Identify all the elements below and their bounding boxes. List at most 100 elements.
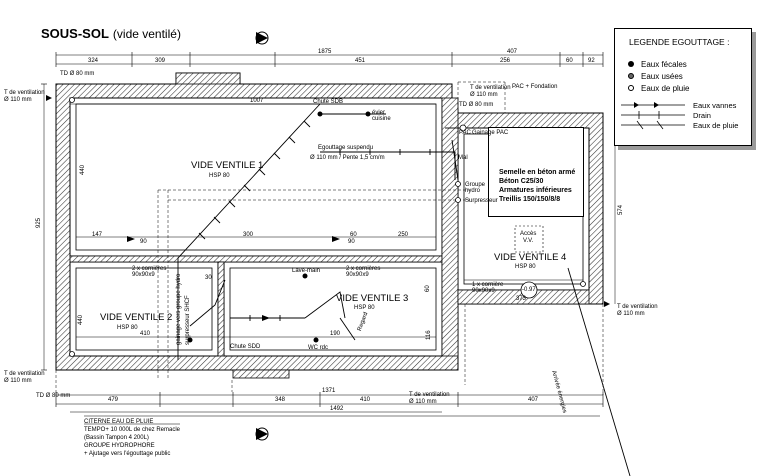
pac-fondation-label: PAC + Fondation [512,84,558,90]
dimension-label: 1007 [250,98,264,104]
dimension-label: 925 [36,217,42,228]
dimension-label: 309 [155,58,166,64]
dimension-label: 1875 [318,49,332,55]
vent-label: Ø 110 mm [409,399,437,405]
warning-note: Semelle en béton armé Béton C25/30 Armat… [488,127,584,217]
room-hsp-3: HSP 80 [354,305,375,311]
legend-box: LEGENDE EGOUTTAGE : Eaux fécales Eaux us… [614,28,752,146]
room-name-1: VIDE VENTILE 1 [191,160,264,171]
corniere-label: 2 x cornières [346,266,381,272]
dimension-lines [43,54,616,413]
dimension-label: 407 [507,49,518,55]
vent-label: T de ventilation [4,90,45,96]
dimension-label: 60 [350,232,357,238]
corniere-label: 90x90x9 [132,272,155,278]
room-hsp-2: HSP 80 [117,325,138,331]
legend-item: Eaux fécales [628,60,687,69]
corniere-label: 90x90x9 [346,272,369,278]
north-arrow-top [255,31,269,45]
dimension-label: 440 [78,314,84,325]
vent-label: T de ventilation [617,304,658,310]
filled-dot-icon [628,61,634,67]
lave-main-label: Lave-main [292,268,321,274]
vent-label: Ø 110 mm [617,311,645,317]
corniere-label: 1 x cornière [472,282,504,288]
legend-item: Eaux de pluie [628,84,689,93]
dimension-label: 116 [426,330,432,340]
page-title: SOUS-SOL(vide ventilé) [41,26,181,41]
citerne-title: CITERNE EAU DE PLUIE [84,419,154,425]
extension-lines [55,81,604,395]
dimension-label: 190 [330,331,341,337]
dimension-label: 407 [528,397,539,403]
title-main: SOUS-SOL [41,26,109,41]
vent-label: T de ventilation [470,85,511,91]
vent-label: Ø 110 mm [470,92,498,98]
dimension-label: 324 [88,58,99,64]
td-label-top: TD Ø 80 mm [60,71,95,77]
dimension-label: 410 [360,397,371,403]
gainage-vertical-label: gainage vers groupe hydro [176,273,182,345]
corniere-label: 90x90x9 [472,288,495,294]
vent-label: T de ventilation [409,392,450,398]
dimension-label: 92 [588,58,595,64]
acces-label: Accès [520,231,537,237]
room-name-2: VIDE VENTILE 2 [100,312,173,323]
pac-label: PAC [459,130,471,136]
dimension-label: 574 [618,204,624,215]
warning-text: Semelle en béton armé Béton C25/30 Armat… [499,169,576,203]
wc-rdc-label: WC rdc [308,345,328,351]
legend-line-label: Eaux de pluie [693,121,739,130]
surpresseur-vertical-label: surpresseur SHCF [185,295,191,345]
citerne-lines [84,415,600,425]
dimension-label: 451 [355,58,366,64]
dimension-label: 300 [243,232,254,238]
dimension-label: 1371 [322,388,336,394]
gray-dot-icon [628,73,634,79]
surpresseur-label: Surpresseur [465,198,498,204]
citerne-notes: CITERNE EAU DE PLUIE TEMPO+ 10 000L de c… [84,419,180,457]
dimension-label: 256 [500,58,511,64]
evier-label: cuisine [372,116,391,122]
corniere-label: 2 x cornières [132,266,167,272]
dimension-label: 60 [425,285,431,292]
chute-sdb-label: Chute SDB [313,99,344,105]
groupe-label: Groupe [465,182,486,188]
dimension-label: 250 [398,232,409,238]
level-marker: -0.97 [522,287,536,293]
dimension-label: 90 [348,239,355,245]
vent-label: T de ventilation [4,371,45,377]
gainage-pac-label: Gainage PAC [472,130,509,136]
legend-lines [621,102,685,130]
evier-label: évier [372,110,386,116]
vent-label: Ø 110 mm [4,97,32,103]
fixtures [69,97,586,357]
hollow-dot-icon [628,85,634,91]
room-name-3: VIDE VENTILE 3 [336,293,409,304]
dimension-label: 348 [275,397,286,403]
arrows [46,95,610,321]
legend-line-label: Drain [693,111,711,120]
groupe-label: hydro [465,188,481,194]
legend-title: LEGENDE EGOUTTAGE : [629,37,730,47]
room-hsp-4: HSP 80 [515,264,536,270]
room-hsp-1: HSP 80 [209,173,230,179]
dimension-label: 479 [108,397,119,403]
mal-label: Mal [458,155,468,161]
dimension-label: 90 [140,239,147,245]
north-arrow-bottom [255,427,269,441]
dimension-label: 410 [140,331,151,337]
vv-label: V.V. [523,238,534,244]
dimension-label: 373 [516,296,527,302]
title-sub: (vide ventilé) [112,27,181,41]
dimension-ticks [41,52,604,407]
dimension-label: 30 [205,275,212,281]
interior-walls [69,97,590,357]
room-name-4: VIDE VENTILE 4 [494,252,567,263]
chute-sdd-label: Chute SDD [230,344,261,350]
vent-label: Ø 110 mm [4,378,32,384]
egouttage-label: Ø 110 mm / Pente 1,5 cm/m [310,155,385,161]
legend-line-label: Eaux vannes [693,101,737,110]
egouttage-label: Egouttage suspendu [318,145,374,151]
pipe-ticks [198,120,431,321]
